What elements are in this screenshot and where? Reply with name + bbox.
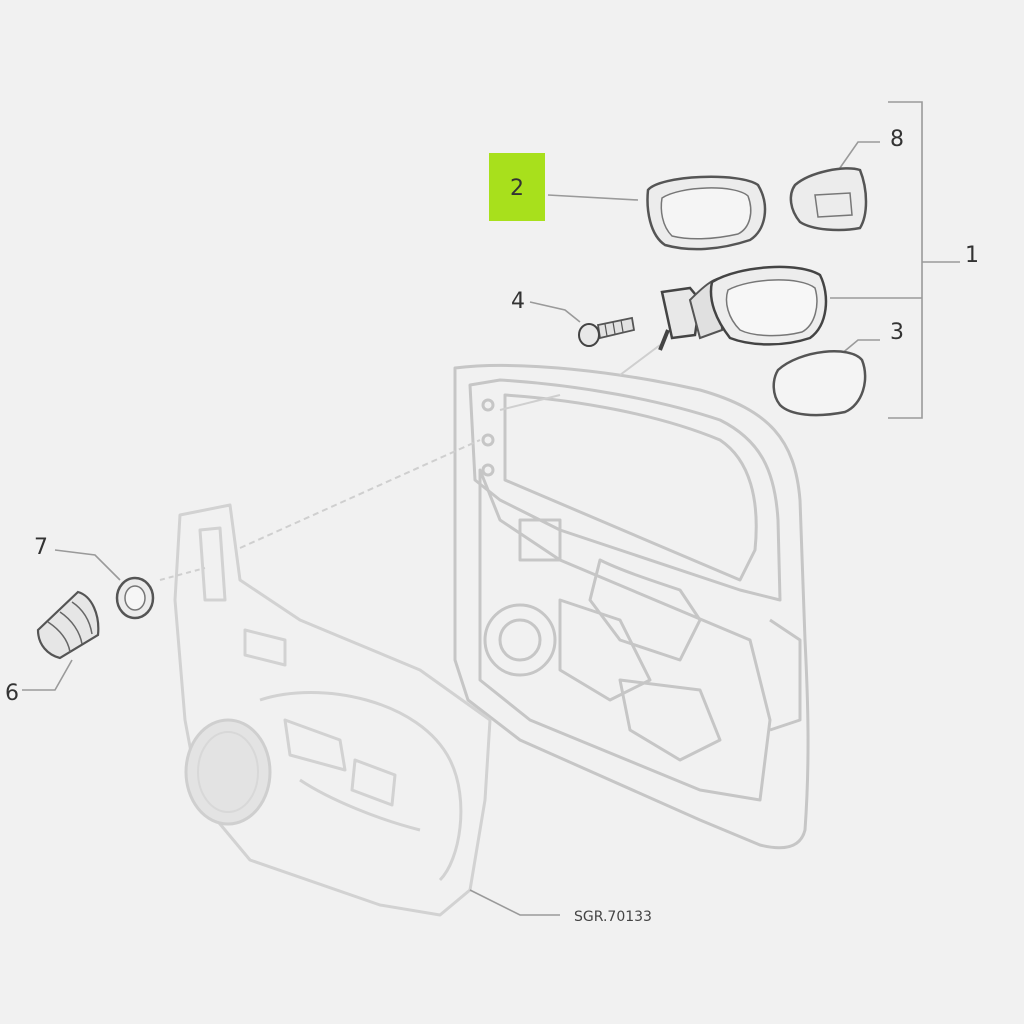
speaker-grille: [184, 718, 272, 826]
part-4-screw: [578, 316, 636, 347]
callout-6[interactable]: 6: [5, 681, 19, 706]
part-3-mirror-glass: [772, 350, 867, 417]
callout-1[interactable]: 1: [965, 243, 979, 268]
part-6-rubber-boot: [36, 590, 100, 660]
part-8-trim: [789, 167, 868, 232]
highlight-box: [489, 153, 545, 221]
callout-7[interactable]: 7: [34, 535, 48, 560]
reference-code: SGR.70133: [574, 909, 652, 925]
part-7-clip: [115, 576, 155, 620]
callout-3[interactable]: 3: [890, 320, 904, 345]
part-1-mirror-assembly: [658, 265, 828, 351]
callout-8[interactable]: 8: [890, 127, 904, 152]
door-trim-panel: [173, 503, 492, 917]
part-2-mirror-cover: [646, 175, 767, 251]
callout-4[interactable]: 4: [511, 289, 525, 314]
guide-lines: [159, 344, 661, 581]
door-frame: [453, 364, 810, 850]
leader-lines: [22, 101, 960, 916]
callout-2[interactable]: 2: [510, 176, 524, 201]
